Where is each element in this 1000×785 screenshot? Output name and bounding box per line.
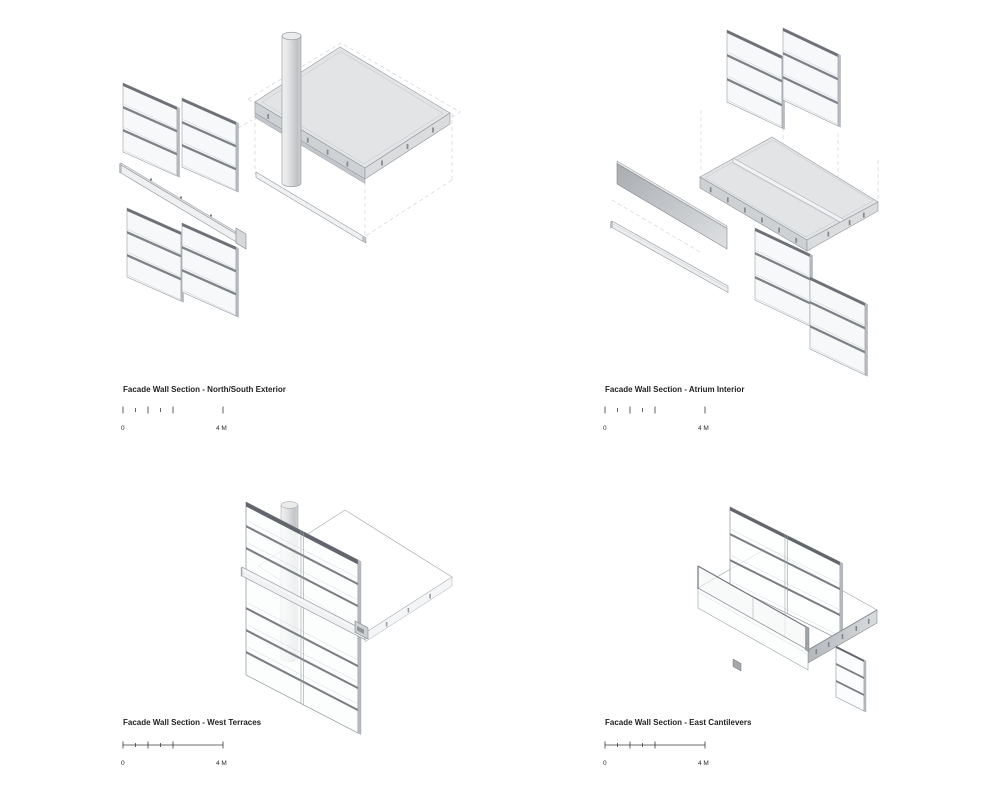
- curtain-wall: [245, 501, 362, 735]
- connector-bracket: [732, 658, 742, 672]
- scale-4m-label: 4 M: [216, 760, 227, 767]
- east-cantilevers-scalebar: 0 4 M: [603, 741, 709, 767]
- glass-panel-group: [181, 97, 239, 193]
- glass-panel-group: [126, 207, 184, 303]
- glass-panel-group: [726, 29, 785, 130]
- lower-panel-group: [835, 645, 867, 713]
- glass-panel-group: [809, 276, 868, 377]
- edge-rail: [255, 171, 367, 244]
- slab-edge-band: [240, 566, 366, 641]
- atrium-interior-scalebar: 0 4 M: [603, 406, 709, 432]
- scale-4m-label: 4 M: [698, 425, 709, 432]
- mullion-beam: [119, 162, 247, 250]
- scale-zero-label: 0: [603, 760, 607, 767]
- sill-rail: [610, 220, 729, 294]
- scale-zero-label: 0: [121, 760, 125, 767]
- atrium-interior-drawing: [610, 27, 879, 377]
- east-cantilevers-caption: Facade Wall Section - East Cantilevers: [605, 718, 752, 727]
- atrium-interior-caption: Facade Wall Section - Atrium Interior: [605, 385, 745, 394]
- curtain-wall: [729, 506, 843, 646]
- glass-panel-group: [782, 27, 841, 128]
- scale-4m-label: 4 M: [216, 425, 227, 432]
- west-terraces-caption: Facade Wall Section - West Terraces: [123, 718, 262, 727]
- north-south-exterior-caption: Facade Wall Section - North/South Exteri…: [123, 385, 286, 394]
- connector-bracket: [354, 620, 369, 640]
- north-south-exterior-scalebar: 0 4 M: [121, 406, 227, 432]
- scale-zero-label: 0: [121, 425, 125, 432]
- round-column: [281, 31, 302, 188]
- spandrel-panel: [616, 160, 728, 250]
- glass-balustrade: [697, 565, 810, 653]
- glass-panel-group: [122, 82, 180, 178]
- floor-slab: [699, 136, 879, 252]
- scale-zero-label: 0: [603, 425, 607, 432]
- scale-4m-label: 4 M: [698, 760, 709, 767]
- north-south-exterior-drawing: [119, 31, 461, 318]
- west-terraces-drawing: [240, 501, 453, 735]
- east-cantilevers-drawing: [697, 506, 878, 713]
- west-terraces-scalebar: 0 4 M: [121, 741, 227, 767]
